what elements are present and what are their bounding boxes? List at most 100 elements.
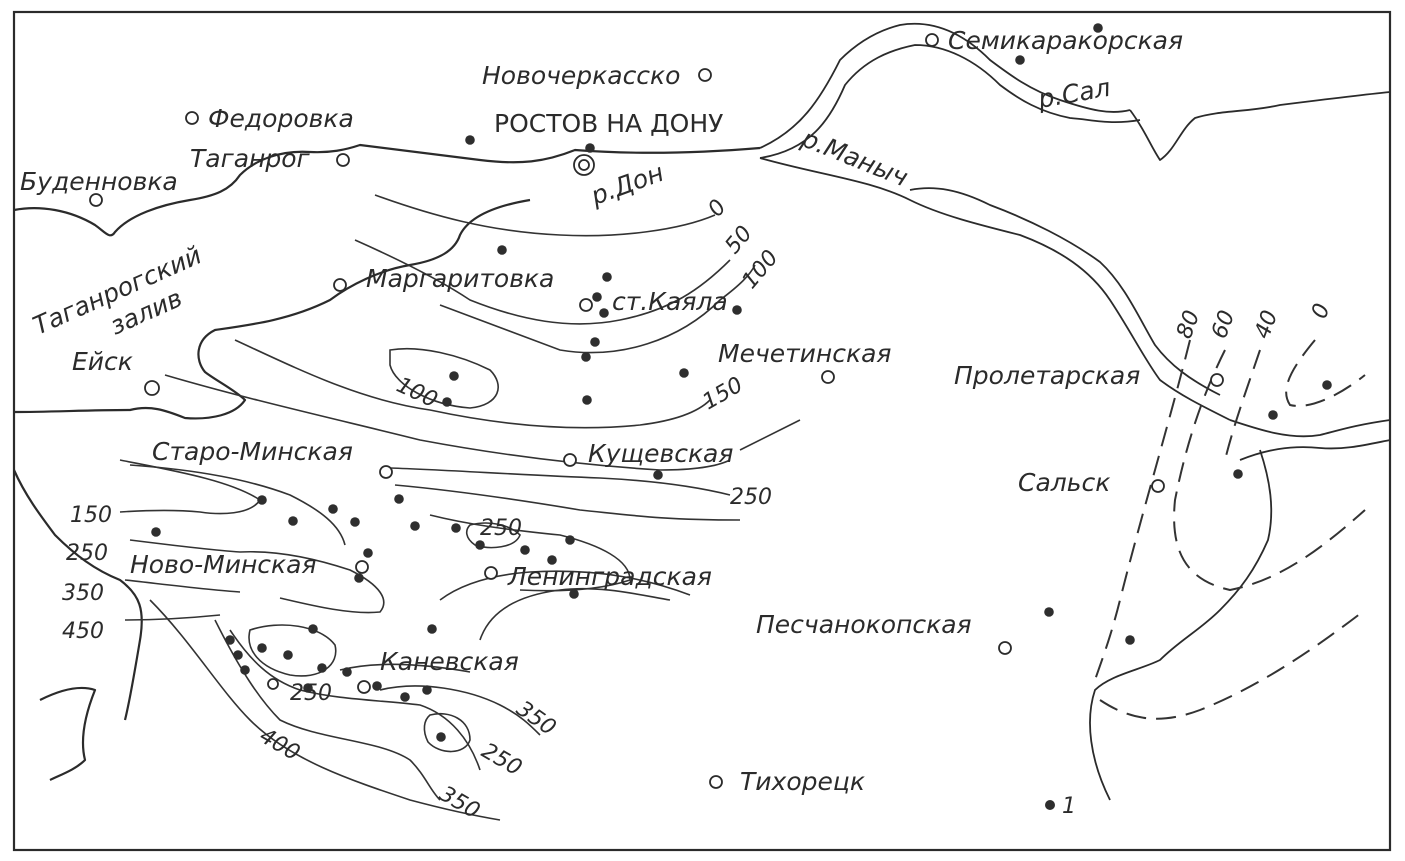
iso-e40: 40 <box>1250 307 1283 342</box>
well-point <box>590 337 600 347</box>
town-marker-tikhoretsk <box>709 775 723 789</box>
well-point <box>257 495 267 505</box>
label-tikhoretsk: Тихорецк <box>740 767 865 796</box>
river-don <box>759 22 1131 149</box>
iso-250-d: 250 <box>290 681 332 706</box>
label-river-manych: р.Маныч <box>797 123 912 192</box>
label-salsk: Сальск <box>1018 468 1110 497</box>
coastline-sw <box>39 686 97 781</box>
label-novo-minskaya: Ново-Минская <box>130 550 317 579</box>
well-point <box>1044 607 1054 617</box>
well-point <box>449 371 459 381</box>
isoline-coast-150 <box>164 374 731 471</box>
isoline-450 <box>124 614 221 621</box>
town-marker-novocherkassk <box>698 68 712 82</box>
well-point <box>151 527 161 537</box>
isoline-150 <box>234 339 711 429</box>
label-kayala: ст.Каяла <box>612 287 728 316</box>
well-point <box>257 643 267 653</box>
isoline-250-loop <box>465 522 521 549</box>
well-point <box>308 624 318 634</box>
label-kanevskaya: Каневская <box>380 647 519 676</box>
label-proletarskaya: Пролетарская <box>954 361 1140 390</box>
dashed-outer <box>1099 609 1366 720</box>
well-point <box>283 650 293 660</box>
town-marker-mechetinskaya <box>821 370 835 384</box>
isoline-250-c <box>394 484 741 521</box>
well-point <box>569 589 579 599</box>
town-marker-budennovka <box>89 193 103 207</box>
label-staro-minskaya: Старо-Минская <box>152 437 353 466</box>
iso-e0: 0 <box>1307 300 1335 322</box>
legend-well-marker <box>1045 800 1055 810</box>
well-point <box>288 516 298 526</box>
isoline-kanev-a <box>229 629 481 771</box>
well-point <box>497 245 507 255</box>
town-marker-leningradskaya <box>484 566 498 580</box>
well-point <box>363 548 373 558</box>
dashed-80 <box>1094 339 1191 681</box>
iso-150-a: 150 <box>699 373 748 416</box>
label-budennovka: Буденновка <box>20 167 178 196</box>
label-mechetinskaya: Мечетинская <box>718 339 891 368</box>
isolines <box>119 194 801 821</box>
town-marker-kayala <box>579 298 593 312</box>
river-manych-bank <box>909 187 1221 396</box>
river-don-bank <box>759 44 1141 159</box>
coastline-south <box>13 198 531 420</box>
iso-350-b: 350 <box>512 696 561 741</box>
well-point <box>475 540 485 550</box>
iso-350-c: 350 <box>435 782 484 825</box>
isoline-closed-center <box>248 624 337 677</box>
well-point <box>465 135 475 145</box>
town-marker-semikarakorskaya <box>925 33 939 47</box>
river-manych <box>759 157 1231 421</box>
iso-250-e: 250 <box>477 739 526 782</box>
river-south <box>1089 449 1273 801</box>
well-point <box>354 573 364 583</box>
well-point <box>1093 23 1103 33</box>
well-point <box>422 685 432 695</box>
well-point <box>1322 380 1332 390</box>
well-point <box>442 397 452 407</box>
label-peschanokopskaya: Песчанокопская <box>756 610 972 639</box>
dashed-60 <box>1173 349 1366 592</box>
iso-250-a: 250 <box>730 485 772 510</box>
well-point <box>1233 469 1243 479</box>
town-marker-kanevskaya <box>357 680 371 694</box>
well-point <box>599 308 609 318</box>
well-point <box>328 504 338 514</box>
isoline-50 <box>354 239 731 325</box>
well-point <box>317 663 327 673</box>
well-point <box>436 732 446 742</box>
isoline-kanev-d <box>339 663 471 673</box>
well-point <box>451 523 461 533</box>
well-point <box>233 650 243 660</box>
well-point <box>1125 635 1135 645</box>
town-marker-rostov-inner <box>578 159 590 171</box>
town-marker-staro-minskaya <box>379 465 393 479</box>
well-point <box>581 352 591 362</box>
well-point <box>585 143 595 153</box>
label-fedorovka: Федоровка <box>208 104 354 133</box>
isoline-350-a <box>439 570 691 601</box>
dashed-40 <box>1224 349 1261 461</box>
well-point <box>653 470 663 480</box>
label-eysk: Ейск <box>72 347 133 376</box>
wells <box>151 23 1332 742</box>
coastline <box>13 143 761 237</box>
label-kushchevskaya: Кущевская <box>588 439 733 468</box>
well-point <box>1015 55 1025 65</box>
river-sal <box>1129 91 1391 161</box>
isoline-100-closed <box>389 347 499 409</box>
label-rostov: РОСТОВ НА ДОНУ <box>494 109 723 138</box>
well-point <box>520 545 530 555</box>
label-leningradskaya: Ленинградская <box>507 562 712 591</box>
dashed-0 <box>1285 339 1366 407</box>
well-point <box>303 683 313 693</box>
well-point <box>342 667 352 677</box>
well-point <box>1268 410 1278 420</box>
river-labels: р.Сал р.Маныч р.Дон <box>586 73 1112 211</box>
label-semikarakorskaya: Семикаракорская <box>948 26 1183 55</box>
